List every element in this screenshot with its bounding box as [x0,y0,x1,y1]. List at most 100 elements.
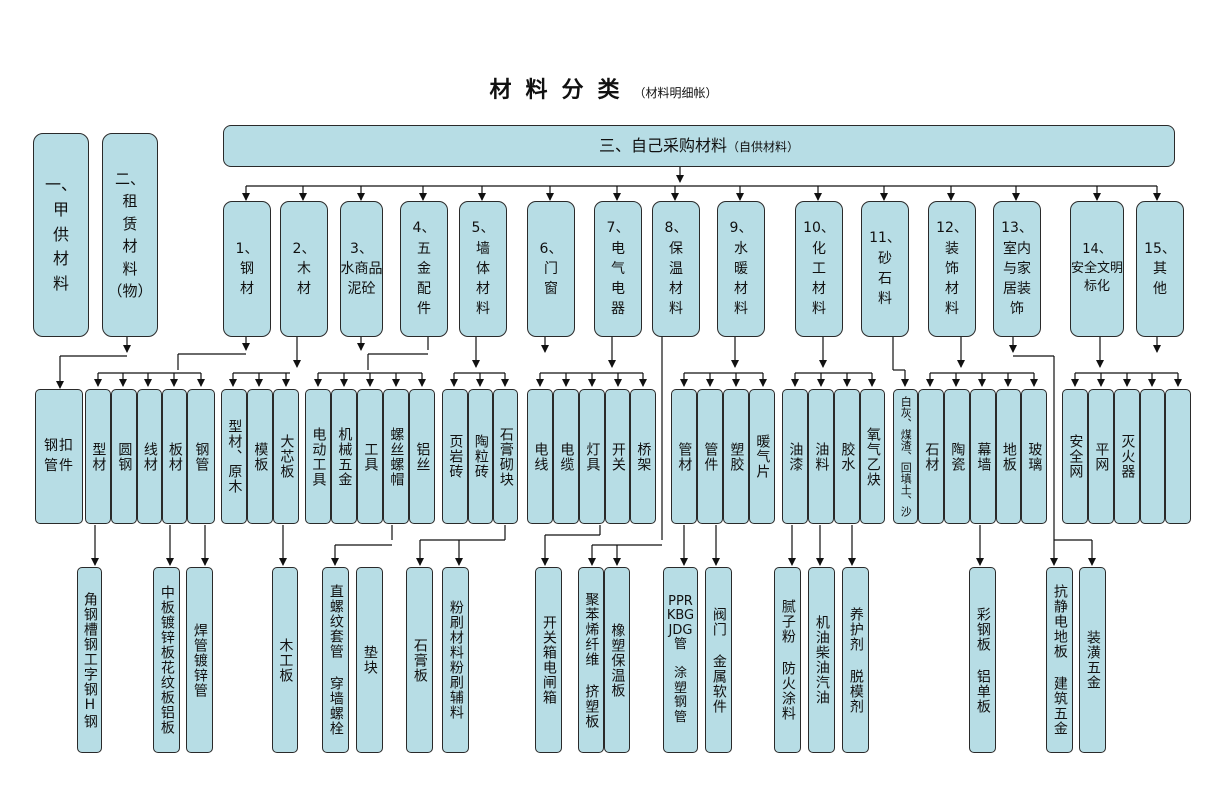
header-box: 三、自己采购材料（自供材料） [223,125,1175,167]
category-label: 8、 保 温 材 料 [664,220,688,318]
item-l3-label: 焊管镀锌管 [191,622,208,698]
category-9: 9、 水 暖 材 料 [717,201,765,337]
item-l2: 塑胶 [723,389,749,524]
item-l2-label: 管件 [702,441,719,472]
item-l2: 地板 [996,389,1021,524]
item-l2-label: 地板 [1000,441,1017,472]
item-l2-label: 型材、原木 [226,419,243,494]
item-l2: 页岩砖 [442,389,468,524]
item-l2: 钢扣管件 [35,389,83,524]
category-label: 10、 化 工 材 料 [803,220,835,318]
item-l2: 开关 [605,389,630,524]
item-l3-label: 机油柴油汽油 [813,615,830,705]
item-l2-label: 钢扣管件 [44,437,74,474]
item-l2-label: 电线 [532,441,549,472]
item-l2-label: 页岩砖 [447,434,464,479]
item-l3-label: 彩钢板 铝单板 [974,606,991,714]
item-l2-label: 平网 [1093,441,1110,472]
item-l2: 暖气片 [749,389,775,524]
item-l2: 石材 [918,389,944,524]
item-l2-label: 暖气片 [754,434,771,479]
item-l2-label: 圆钢 [116,441,133,472]
item-l2-label: 安全网 [1067,434,1084,479]
item-l2: 玻璃 [1021,389,1047,524]
item-l2-label: 模板 [252,441,269,472]
category-6: 6、 门 窗 [527,201,575,337]
category-10: 10、 化 工 材 料 [795,201,843,337]
item-l3: PPR KBG JDG 管 涂 塑 钢 管 [663,567,698,753]
side-label-1: 一、 甲 供 材 料 [44,175,77,294]
item-l2-label: 陶粒砖 [472,434,489,479]
item-l2: 工具 [357,389,383,524]
item-l3: 直螺纹套管 穿墙螺栓 [322,567,349,753]
item-l3: 机油柴油汽油 [808,567,835,753]
category-label: 7、 电 气 电 器 [606,220,630,318]
item-l2: 陶粒砖 [468,389,493,524]
item-l2: 机械五金 [331,389,357,524]
item-l2: 油料 [808,389,834,524]
category-label: 13、 室内 与家 居装 饰 [1001,220,1033,318]
item-l2: 型材、原木 [221,389,247,524]
item-l3: 养护剂 脱模剂 [842,567,869,753]
item-l2 [1165,389,1191,524]
category-label: 12、 装 饰 材 料 [936,220,968,318]
item-l3: 装潢五金 [1079,567,1106,753]
item-l2-label: 管材 [676,441,693,472]
item-l2-label: 机械五金 [336,426,353,487]
item-l3-label: 垫块 [361,645,378,675]
title-sub: （材料明细帐） [633,86,718,100]
item-l2-label: 螺丝螺帽 [388,426,405,487]
category-14: 14、 安全文明 标化 [1070,201,1124,337]
item-l2: 铝丝 [409,389,435,524]
item-l2 [1140,389,1165,524]
category-4: 4、 五 金 配 件 [400,201,448,337]
item-l2-label: 石膏砌块 [497,426,514,487]
item-l2: 型材 [85,389,111,524]
side-box-2: 二、 租 赁 材 料 （物） [102,133,158,337]
item-l2: 电动工具 [305,389,331,524]
item-l2-label: 电动工具 [310,426,327,487]
item-l2-label: 玻璃 [1026,441,1043,472]
item-l2: 灭火器 [1114,389,1140,524]
item-l2-label: 灭火器 [1119,434,1136,479]
category-11: 11、 砂 石 料 [861,201,909,337]
item-l3-label: 石膏板 [411,637,428,683]
page-title: 材料分类（材料明细帐） [0,72,1207,104]
item-l3: 木工板 [272,567,298,753]
item-l3: 焊管镀锌管 [186,567,213,753]
item-l3-label: 抗静电地板 建筑五金 [1051,584,1068,736]
item-l2: 板材 [162,389,187,524]
category-1: 1、 钢 材 [223,201,271,337]
item-l2-label: 胶水 [839,441,856,472]
item-l2-label: 型材 [90,441,107,472]
item-l2: 模板 [247,389,273,524]
header-sub: （自供材料） [727,140,800,155]
item-l2: 管材 [671,389,697,524]
item-l2: 灯具 [579,389,605,524]
item-l2: 平网 [1088,389,1114,524]
item-l3: 阀门 金属软件 [705,567,732,753]
item-l2: 电线 [527,389,553,524]
item-l2-label: 开关 [609,441,626,472]
item-l2: 螺丝螺帽 [383,389,409,524]
item-l3: 开关箱电闸箱 [535,567,562,753]
category-5: 5、 墙 体 材 料 [459,201,507,337]
item-l3: 聚苯烯纤维 挤塑板 [578,567,604,753]
item-l3-label: 阀门 金属软件 [710,606,727,714]
item-l3-label: 角钢槽钢工字钢H钢 [81,591,98,729]
item-l2-label: 陶瓷 [949,441,966,472]
header-label: 三、自己采购材料 [598,136,727,156]
item-l3-label: PPR KBG JDG 管 涂 塑 钢 管 [666,593,695,725]
item-l2: 胶水 [834,389,860,524]
item-l3-label: 聚苯烯纤维 挤塑板 [583,591,600,729]
item-l2: 桥架 [630,389,656,524]
category-label: 6、 门 窗 [539,240,563,298]
category-7: 7、 电 气 电 器 [594,201,642,337]
item-l3: 中板镀锌板花纹板铝板 [153,567,180,753]
item-l2: 石膏砌块 [493,389,518,524]
item-l2-label: 油料 [813,441,830,472]
item-l3: 橡塑保温板 [604,567,630,753]
item-l2-label: 灯具 [584,441,601,472]
item-l2-label: 氧气乙炔 [864,426,881,487]
